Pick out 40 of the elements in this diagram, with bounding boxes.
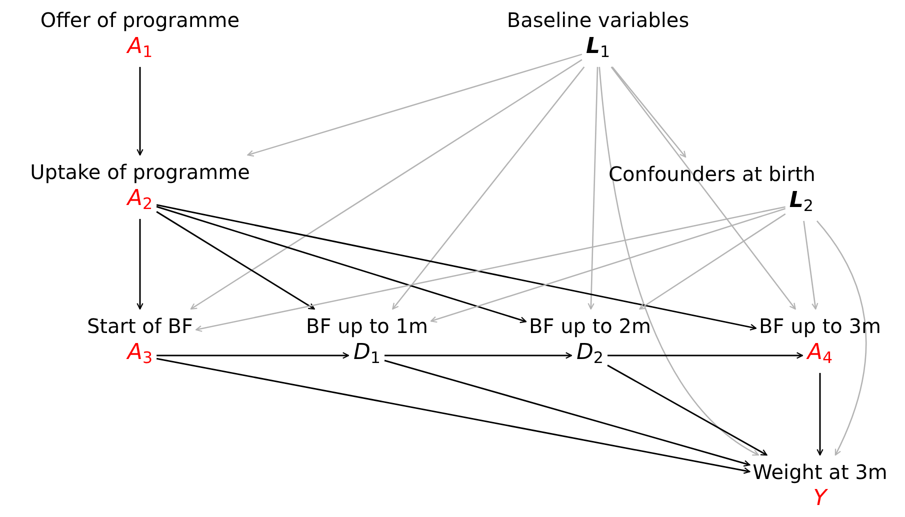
arrow (190, 59, 582, 310)
arrow (598, 66, 759, 456)
arrow (156, 352, 350, 359)
arrow (136, 218, 144, 310)
variable-symbol: A$_{4}$ (805, 340, 834, 369)
arrow (392, 66, 585, 310)
node-label: Offer of programme (40, 7, 240, 34)
arrow (612, 66, 686, 158)
arrow (610, 66, 796, 310)
variable-symbol: L$_{1}$ (584, 34, 612, 63)
arrow (607, 364, 768, 456)
arrow (247, 54, 582, 157)
arrow (608, 352, 803, 359)
arrow (639, 213, 786, 310)
arrow (136, 66, 144, 156)
node-label: BF up to 2m (529, 313, 651, 340)
arrow (430, 208, 786, 323)
variable-symbol: D$_{1}$ (352, 340, 382, 369)
arrow (156, 358, 750, 474)
node-label: BF up to 1m (306, 313, 428, 340)
variable-symbol: Y (812, 486, 829, 512)
node-label: Weight at 3m (752, 459, 888, 486)
node-label: Start of BF (86, 313, 194, 340)
arrow (588, 66, 598, 310)
arrow (384, 352, 572, 359)
arrow (156, 206, 527, 324)
arrow (816, 220, 867, 456)
variable-symbol: A$_{1}$ (125, 34, 154, 63)
variable-symbol: L$_{2}$ (788, 188, 814, 217)
node-label: BF up to 3m (759, 313, 881, 340)
variable-symbol: A$_{3}$ (125, 340, 154, 369)
node-label: Uptake of programme (30, 159, 250, 186)
node-label: Confounders at birth (608, 161, 816, 188)
variable-symbol: D$_{2}$ (575, 340, 604, 369)
arrow (816, 372, 824, 456)
arrow (803, 220, 818, 310)
arrow (156, 211, 315, 310)
arrow (384, 360, 750, 467)
node-label: Baseline variables (506, 7, 690, 34)
variable-symbol: A$_{2}$ (125, 186, 154, 215)
